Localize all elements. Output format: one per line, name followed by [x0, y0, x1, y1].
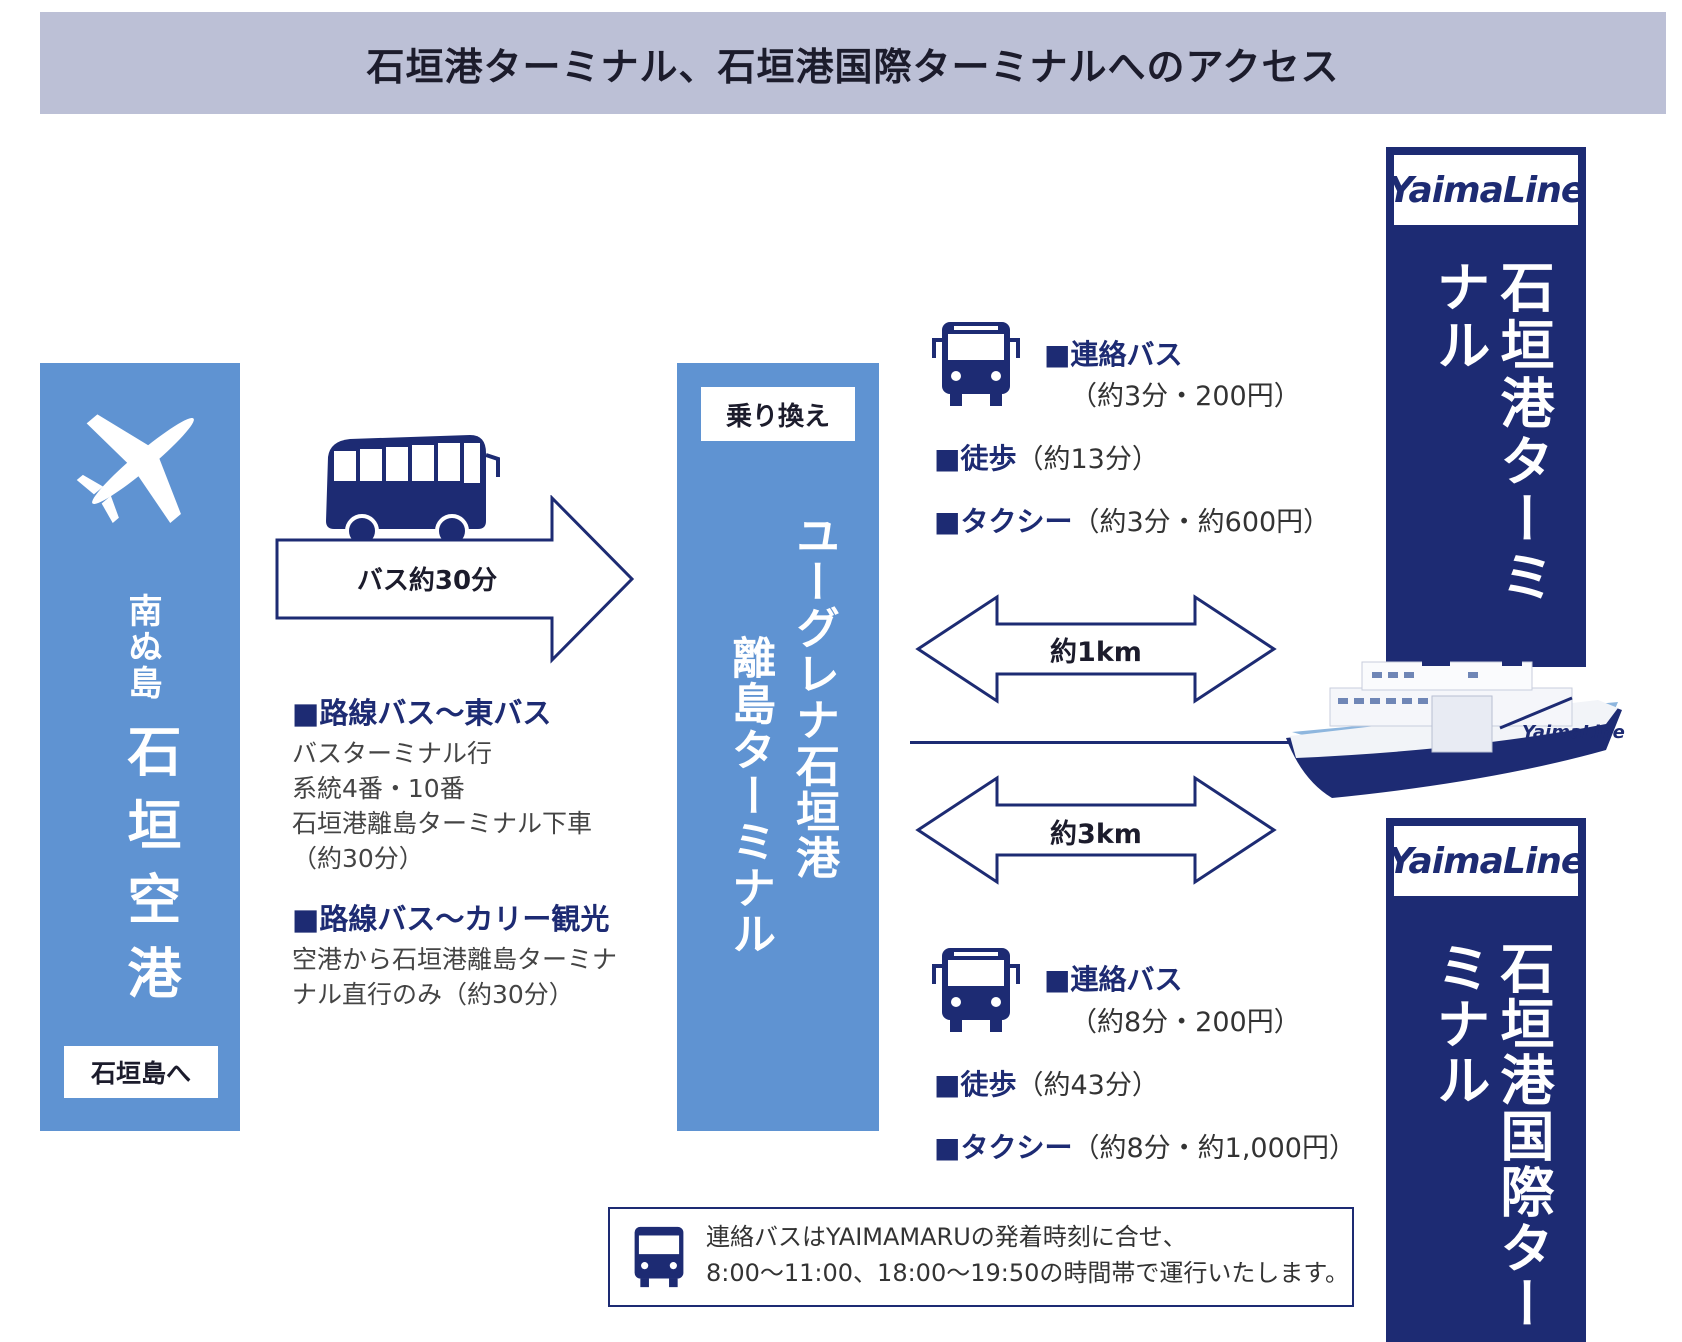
route-line: 石垣港離島ターミナル下車 [292, 809, 593, 838]
lower-bus-title: ■連絡バス [1044, 963, 1183, 996]
lower-distance-arrow [915, 775, 1277, 885]
note-line: 連絡バスはYAIMAMARUの発着時刻に合せ、 [706, 1223, 1187, 1251]
upper-bus-title: ■連絡バス [1044, 338, 1183, 371]
transfer-badge: 乗り換え [701, 387, 855, 441]
lower-distance-label: 約3km [1050, 819, 1142, 850]
to-ishigaki-button[interactable]: 石垣島へ [64, 1046, 218, 1098]
ferry-ship-image: YaimaLine [1286, 644, 1625, 798]
route-line: 空港から石垣港離島ターミナ [292, 945, 618, 974]
lower-bus-detail: （約8分・200円） [1070, 1007, 1301, 1038]
yaimaline-logo-text: YaimaLine [1387, 169, 1586, 211]
route-title: ■路線バス～東バス [292, 696, 552, 730]
ishigaki-terminal-name: 石垣港ターミナル [1427, 259, 1554, 607]
lower-walk-detail: （約43分） [1016, 1070, 1159, 1101]
lower-taxi-title: ■タクシー [934, 1131, 1073, 1164]
airport-name: 石垣空港 [118, 723, 181, 1019]
yaimaline-logo: YaimaLine [1388, 155, 1585, 225]
yaimaline-logo: YaimaLine [1388, 826, 1585, 896]
international-terminal-name: 石垣港国際ターミナル [1427, 940, 1554, 1332]
lower-walk-row: ■徒歩（約43分） [934, 1063, 1159, 1103]
bus-route-arrow [275, 495, 635, 664]
transfer-terminal-panel: 乗り換え ユーグレナ石垣港 離島ターミナル [677, 363, 879, 1131]
upper-taxi-title: ■タクシー [934, 505, 1073, 538]
transfer-name-line1: ユーグレナ石垣港 [788, 513, 839, 881]
upper-taxi-row: ■タクシー（約3分・約600円） [934, 500, 1330, 540]
upper-bus-detail: （約3分・200円） [1070, 381, 1301, 412]
page-title: 石垣港ターミナル、石垣港国際ターミナルへのアクセス [366, 44, 1340, 89]
upper-distance-arrow [915, 594, 1277, 704]
yaimaline-logo-text: YaimaLine [1387, 840, 1586, 882]
airplane-icon [76, 414, 194, 524]
shuttle-bus-icon [932, 322, 1020, 406]
transfer-name-line2: 離島ターミナル [724, 635, 775, 957]
route-divider [910, 741, 1290, 744]
lower-taxi-row: ■タクシー（約8分・約1,000円） [934, 1126, 1356, 1166]
route-line: バスターミナル行 [292, 739, 493, 768]
lower-walk-title: ■徒歩 [934, 1068, 1017, 1101]
page-header: 石垣港ターミナル、石垣港国際ターミナルへのアクセス [40, 12, 1666, 114]
upper-taxi-detail: （約3分・約600円） [1072, 507, 1331, 538]
airport-panel: 南ぬ島 石垣空港 石垣島へ [40, 363, 240, 1131]
airport-sub-label: 南ぬ島 [122, 593, 162, 701]
lower-taxi-detail: （約8分・約1,000円） [1072, 1133, 1356, 1164]
shuttle-bus-icon [932, 948, 1020, 1032]
note-line: 8:00～11:00、18:00～19:50の時間帯で運行いたします。 [706, 1259, 1349, 1287]
bus-arrow-label-wrap: バス約30分 [352, 560, 502, 597]
route-title: ■路線バス～カリー観光 [292, 902, 610, 936]
route-list: ■路線バス～東バス バスターミナル行 系統4番・10番 石垣港離島ターミナル下車… [292, 690, 652, 1012]
ship-logo: YaimaLine [1522, 722, 1625, 743]
route-line: ナル直行のみ（約30分） [292, 980, 574, 1009]
upper-distance-label: 約1km [1050, 637, 1142, 668]
ishigaki-terminal-panel: YaimaLine 石垣港ターミナル [1386, 147, 1586, 667]
upper-walk-detail: （約13分） [1016, 444, 1159, 475]
upper-walk-title: ■徒歩 [934, 442, 1017, 475]
bus-icon [326, 435, 500, 548]
shuttle-note: 連絡バスはYAIMAMARUの発着時刻に合せ、 8:00～11:00、18:00… [608, 1207, 1354, 1307]
route-line: 系統4番・10番 [292, 774, 465, 803]
international-terminal-panel: YaimaLine 石垣港国際ターミナル [1386, 818, 1586, 1342]
shuttle-bus-icon [634, 1226, 684, 1288]
route-line: （約30分） [292, 844, 424, 873]
bus-arrow-label: バス約30分 [356, 566, 498, 596]
upper-walk-row: ■徒歩（約13分） [934, 437, 1159, 477]
